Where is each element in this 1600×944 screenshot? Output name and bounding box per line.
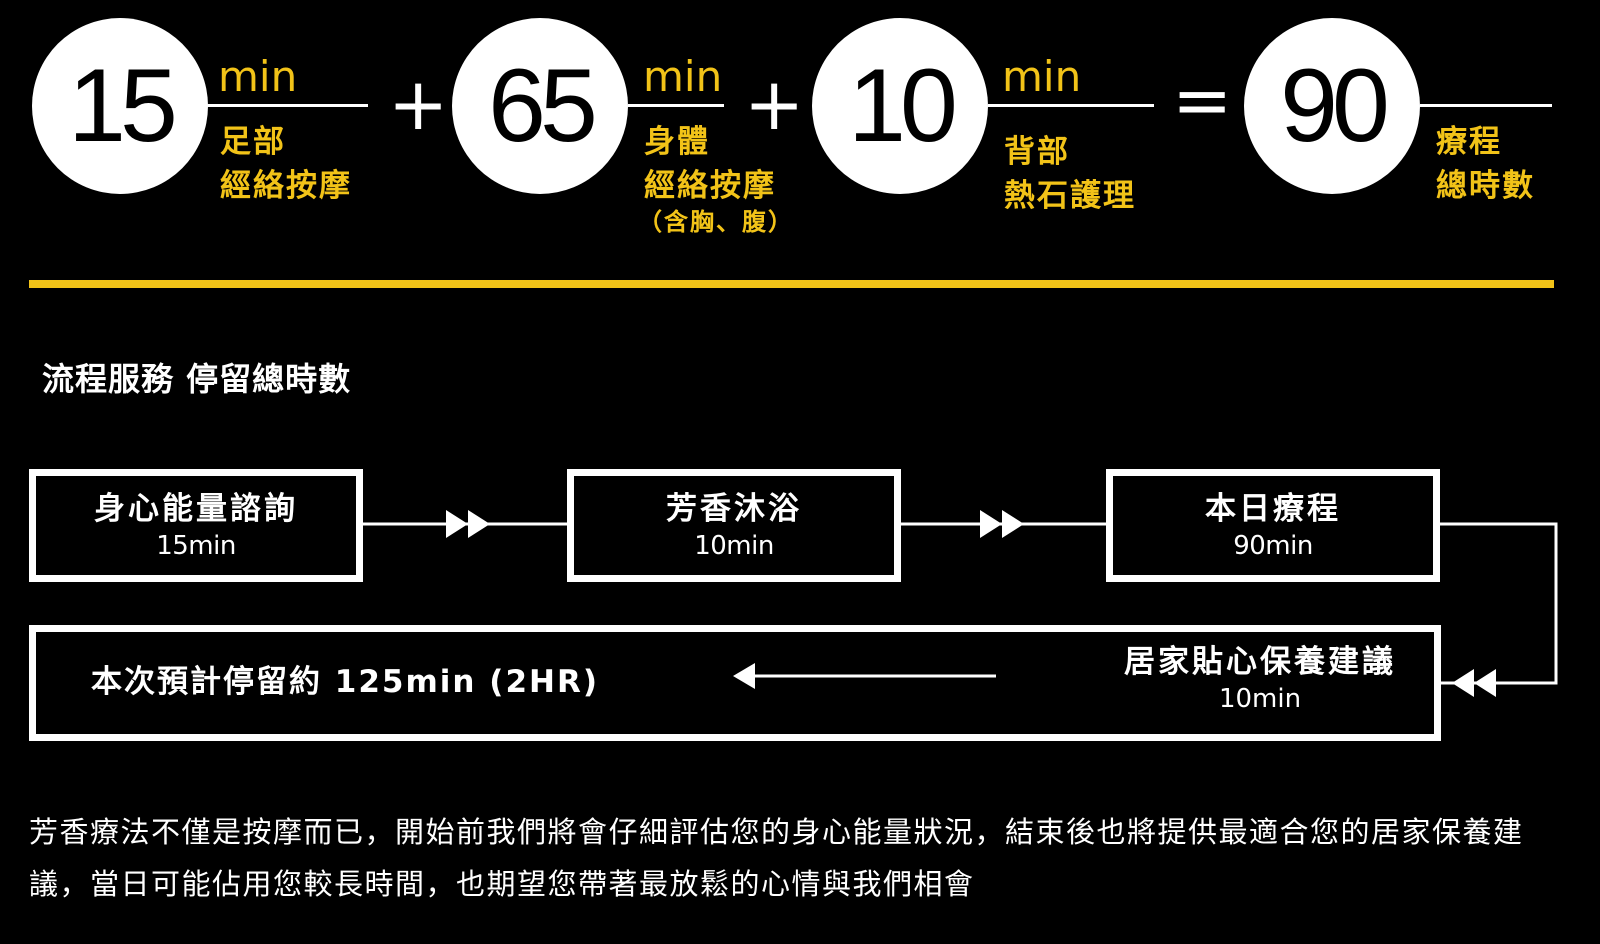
term-2-label-line-2: 經絡按摩	[644, 168, 776, 204]
term-2-unit: min	[643, 52, 723, 101]
connector-2	[898, 510, 1106, 538]
term-2-label-line-1: 身體	[644, 124, 710, 160]
connector-3	[1440, 522, 1558, 697]
term-1-label-line-2: 經絡按摩	[220, 168, 352, 204]
total-label-line-2: 總時數	[1436, 168, 1535, 204]
total-line	[1420, 104, 1552, 107]
total-circle: 90	[1244, 18, 1420, 194]
section-title: 流程服務 停留總時數	[42, 360, 352, 398]
term-1-unit: min	[218, 52, 298, 101]
term-3-label: 背部 熱石護理	[1004, 130, 1136, 218]
term-2-line	[628, 104, 724, 107]
term-2-circle: 65	[452, 18, 628, 194]
term-3-unit: min	[1002, 52, 1082, 101]
total-label: 療程 總時數	[1436, 120, 1535, 208]
step-consultation: 身心能量諮詢 15min	[29, 469, 363, 582]
term-1-label-line-1: 足部	[220, 124, 286, 160]
yellow-divider	[29, 280, 1554, 288]
step-home-care-name: 居家貼心保養建議	[1124, 644, 1396, 680]
step-treatment-time: 90min	[1233, 530, 1313, 561]
term-1-circle: 15	[32, 18, 208, 194]
step-home-care-time: 10min	[1218, 684, 1302, 714]
term-3-label-line-1: 背部	[1004, 134, 1070, 170]
term-1-line	[206, 104, 368, 107]
term-3-circle: 10	[812, 18, 988, 194]
term-1-label: 足部 經絡按摩	[220, 120, 352, 208]
term-1-value: 15	[68, 48, 178, 164]
double-arrow-2a-icon	[980, 510, 1002, 538]
equals-sign: =	[1172, 58, 1233, 142]
double-arrow-1a-icon	[446, 510, 468, 538]
plus-sign-1: +	[388, 62, 449, 146]
estimate-text: 本次預計停留約 125min (2HR)	[91, 664, 600, 700]
step-bath: 芳香沐浴 10min	[567, 469, 901, 582]
double-arrow-3b-icon	[1452, 669, 1474, 697]
plus-sign-2: +	[744, 62, 805, 146]
double-arrow-2b-icon	[1002, 510, 1024, 538]
term-3-value: 10	[848, 48, 958, 164]
estimate-box: 本次預計停留約 125min (2HR) 居家貼心保養建議 10min	[29, 625, 1441, 741]
step-consultation-name: 身心能量諮詢	[94, 490, 298, 527]
term-2-note: （含胸、腹）	[638, 208, 794, 236]
term-2-value: 65	[488, 48, 598, 164]
left-arrow-icon	[733, 663, 996, 689]
step-consultation-time: 15min	[156, 530, 236, 561]
term-2-label: 身體 經絡按摩	[644, 120, 776, 208]
term-3-line	[988, 104, 1154, 107]
total-value: 90	[1280, 48, 1390, 164]
step-treatment-name: 本日療程	[1205, 490, 1341, 527]
connector-1	[361, 510, 570, 538]
step-treatment: 本日療程 90min	[1106, 469, 1440, 582]
double-arrow-1b-icon	[468, 510, 490, 538]
term-3-label-line-2: 熱石護理	[1004, 178, 1136, 214]
double-arrow-3a-icon	[1474, 669, 1496, 697]
step-home-care: 居家貼心保養建議 10min	[1124, 642, 1396, 716]
total-label-line-1: 療程	[1436, 124, 1502, 160]
step-bath-name: 芳香沐浴	[666, 490, 802, 527]
step-bath-time: 10min	[694, 530, 774, 561]
description-text: 芳香療法不僅是按摩而已，開始前我們將會仔細評估您的身心能量狀況，結束後也將提供最…	[29, 815, 1524, 901]
